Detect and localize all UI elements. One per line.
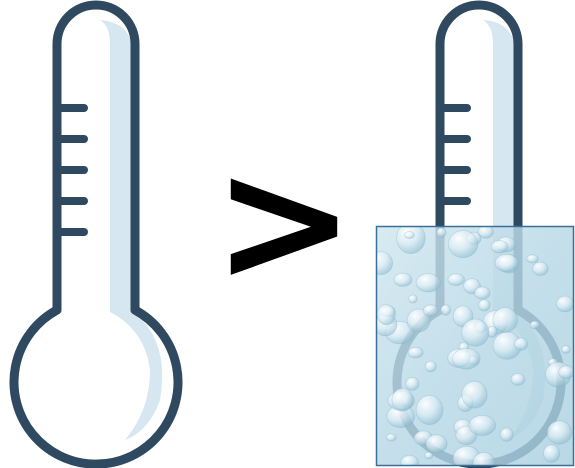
water-droplet (559, 366, 574, 379)
water-droplet (493, 308, 518, 333)
water-droplet (405, 232, 415, 239)
water-droplet (515, 338, 528, 350)
water-droplet (394, 273, 412, 286)
water-droplet (452, 349, 480, 370)
water-droplet (423, 305, 438, 317)
water-droplet (547, 421, 571, 444)
water-droplet (543, 445, 559, 463)
water-droplet (409, 295, 418, 303)
water-droplet (425, 452, 433, 459)
water-droplet (469, 415, 496, 435)
water-droplet (369, 252, 393, 275)
water-droplet (416, 395, 443, 424)
water-droplet (479, 300, 490, 311)
water-droplet (426, 435, 447, 453)
water-droplet (425, 361, 436, 372)
water-droplet (408, 347, 423, 358)
water-droplet (556, 296, 574, 312)
water-droplet (527, 255, 539, 263)
water-droplet (500, 428, 513, 441)
water-droplet (386, 434, 396, 441)
water-droplet (449, 231, 478, 258)
water-droplet (406, 377, 419, 390)
water-droplet (377, 305, 395, 325)
water-droplet (441, 305, 451, 315)
water-droplet (462, 319, 489, 346)
water-droplet (416, 274, 440, 292)
water-droplet-overlay (369, 222, 574, 468)
water-droplet (491, 240, 508, 253)
water-droplet (392, 388, 413, 411)
left-thermometer-icon (14, 5, 178, 464)
water-droplet (562, 346, 571, 354)
water-droplet (530, 321, 540, 329)
water-droplet (462, 381, 487, 408)
water-droplet (475, 287, 491, 299)
greater-than-symbol: > (213, 123, 355, 321)
water-droplet (495, 254, 518, 272)
water-droplet (533, 262, 549, 275)
water-droplet (437, 228, 446, 237)
water-droplet (448, 274, 465, 286)
water-droplet (511, 374, 525, 386)
